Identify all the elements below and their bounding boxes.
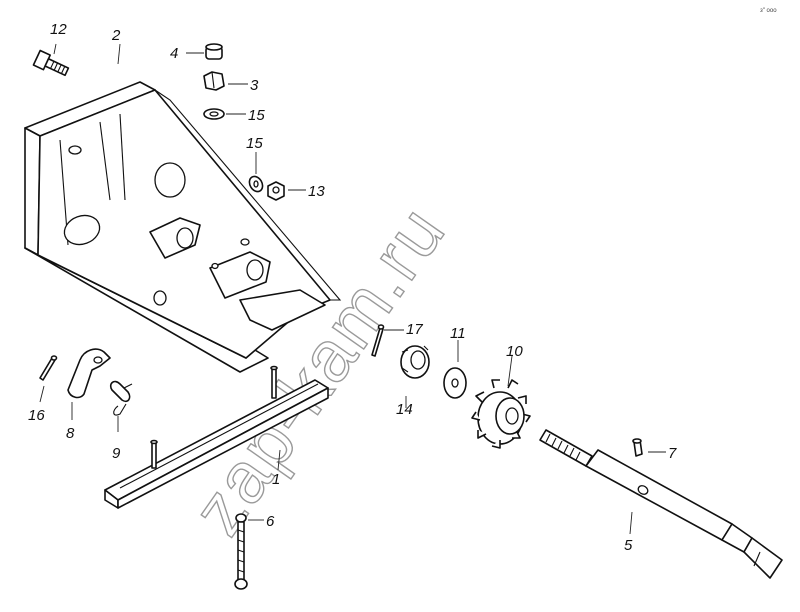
corner-mark: з" ооо — [760, 8, 777, 14]
part-9-spring-clip — [109, 380, 133, 416]
callout-labels: 12 2 4 3 15 15 13 17 11 10 14 7 1 6 5 8 … — [28, 21, 677, 554]
callout-8: 8 — [66, 425, 75, 442]
callout-12: 12 — [50, 21, 67, 38]
callout-9: 9 — [112, 445, 121, 462]
callout-7: 7 — [668, 445, 677, 462]
callout-3: 3 — [250, 77, 259, 94]
part-1-channel-rail — [104, 365, 329, 509]
part-4-cap — [205, 43, 223, 60]
part-10-gear — [471, 379, 531, 449]
callout-4: 4 — [170, 45, 178, 62]
part-8-clamp — [67, 348, 111, 399]
callout-14: 14 — [396, 401, 413, 418]
leader-lines — [39, 43, 666, 535]
part-7-pin — [632, 438, 643, 457]
callout-6: 6 — [266, 513, 275, 530]
callout-5: 5 — [624, 537, 633, 554]
part-2-bracket — [24, 81, 342, 373]
part-17-cotter-pin — [371, 324, 385, 357]
callout-1: 1 — [272, 471, 280, 488]
callout-2: 2 — [111, 27, 121, 44]
callout-16: 16 — [28, 407, 45, 424]
callout-15-upper: 15 — [248, 107, 265, 124]
callout-11: 11 — [450, 325, 466, 342]
callout-10: 10 — [506, 343, 523, 360]
part-13-nut — [267, 181, 285, 201]
part-3-nut — [203, 71, 225, 91]
part-12-bolt — [32, 49, 70, 77]
callout-15-lower: 15 — [246, 135, 263, 152]
part-11-washer — [443, 367, 467, 399]
part-14-castle-nut — [400, 345, 430, 379]
callout-13: 13 — [308, 183, 325, 200]
part-16-pin — [39, 355, 58, 381]
callout-17: 17 — [406, 321, 423, 338]
part-6-long-bolt — [234, 513, 248, 590]
part-5-shaft — [539, 429, 783, 579]
part-15-washer-lower — [248, 175, 264, 193]
part-15-washer-upper — [203, 108, 225, 120]
